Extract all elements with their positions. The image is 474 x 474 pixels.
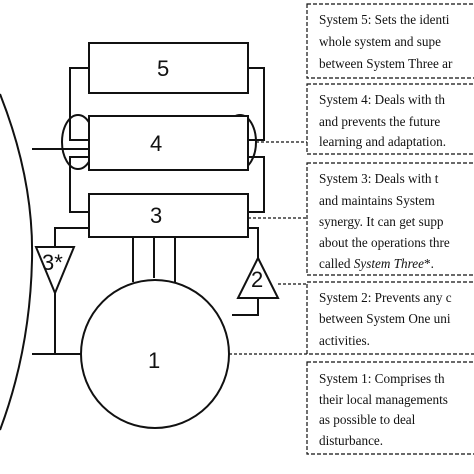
system-3star-triangle (34, 246, 76, 296)
system-2-triangle (236, 255, 280, 299)
desc-box-1 (306, 361, 474, 455)
connector-2-1 (232, 298, 259, 316)
system-1-label: 1 (148, 348, 160, 373)
environment-curve (0, 93, 34, 431)
system-3star-label: 3* (42, 250, 63, 275)
desc-4: System 4: Deals with th and prevents the… (319, 92, 448, 149)
desc-1: System 1: Comprises th their local manag… (319, 371, 451, 448)
connector-3-3star (54, 227, 89, 247)
desc-box-4 (306, 83, 474, 155)
system-3-label: 3 (150, 203, 162, 228)
system-4-box (88, 115, 249, 171)
system-3-box (88, 193, 249, 238)
system-2-label: 2 (251, 267, 263, 292)
connector-4-3-right (248, 156, 265, 213)
connector-4-3-left (69, 156, 89, 213)
system-4-label: 4 (150, 131, 162, 156)
connector-3-2 (248, 227, 259, 258)
desc-3: System 3: Deals with t and maintains Sys… (319, 171, 453, 271)
connector-5-right (248, 67, 265, 141)
desc-box-5 (306, 3, 474, 79)
connector-5-left (69, 67, 89, 141)
desc-5: System 5: Sets the identi whole system a… (319, 12, 453, 71)
system-5-label: 5 (157, 56, 169, 81)
system-5-box (88, 42, 249, 94)
desc-box-3 (306, 162, 474, 276)
desc-box-2 (306, 281, 474, 355)
desc-2: System 2: Prevents any c between System … (319, 290, 455, 348)
